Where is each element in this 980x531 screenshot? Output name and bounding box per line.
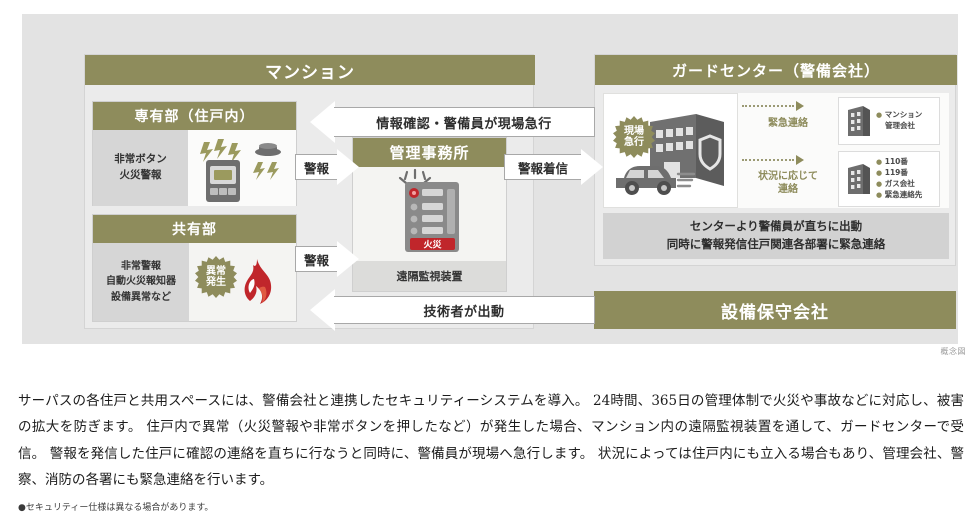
dotted-arrow-0 [742,101,804,111]
alarm-panel-icon [200,139,281,202]
flow-label-1-line2: 連絡 [778,184,798,195]
abnormal-burst-line1: 異常 [206,265,226,277]
guard-contact-flows: 緊急連絡 [738,93,949,208]
monitoring-device-illustration: 火災 [353,167,506,261]
building-icon [848,106,870,136]
arrow-info-check: 情報確認・警備員が現場急行 [309,100,595,144]
arrow-alarm-1: 警報 [295,148,359,186]
building-icon [848,164,870,194]
flow-label-1-line1: 状況に応じて [758,171,818,182]
dest-1-line-2: ガス会社 [884,179,915,188]
guard-footer-line1: センターより警備員が直ちに出動 [689,219,863,234]
flow-label-0: 緊急連絡 [768,118,808,129]
flow-row-0: 緊急連絡 [738,97,940,145]
arrow-info-check-label: 情報確認・警備員が現場急行 [334,107,595,137]
dest-box-1: ● 110番 ● 119番 ● ガス会社 ● 緊急連絡先 [838,151,940,207]
senyu-box: 専有部（住戸内） 非常ボタン 火災警報 [92,101,297,206]
flow-label-1: 状況に応じて 連絡 [742,170,834,196]
dest-1-line-3: 緊急連絡先 [884,189,923,199]
guard-center-inner: 現場 急行 [603,93,949,208]
arrow-alarm-received-label: 警報着信 [504,154,581,180]
senyu-title: 専有部（住戸内） [93,102,296,130]
concept-diagram: マンション 専有部（住戸内） 非常ボタン 火災警報 [22,14,958,344]
dest-list-1: ● 110番 ● 119番 ● ガス会社 ● 緊急連絡先 [876,157,923,199]
senyu-body: 非常ボタン 火災警報 [93,130,296,206]
kyoyu-label-1: 自動火災報知器 [106,276,176,288]
fire-flame-icon [244,259,272,304]
mansion-title: マンション [85,55,535,85]
maintenance-company-bar: 設備保守会社 [594,291,956,329]
arrow-alarm-2-label: 警報 [295,246,337,272]
guard-building-car-icon [616,114,724,195]
senyu-labels: 非常ボタン 火災警報 [93,130,188,206]
guard-center-footer: センターより警備員が直ちに出動 同時に警報発信住戸関連各部署に緊急連絡 [603,213,949,259]
kyoyu-label-0: 非常警報 [121,260,161,272]
dispatch-burst-line2: 急行 [624,137,644,148]
guard-center-block: ガードセンター（警備会社） 現場 急行 [594,54,957,266]
dotted-arrow-1 [742,155,804,165]
body-paragraph: サーパスの各住戸と共用スペースには、警備会社と連携したセキュリティーシステムを導… [18,393,964,488]
arrow-technician-label: 技術者が出動 [334,296,595,324]
abnormal-burst-line2: 発生 [206,277,226,288]
kyoyu-label-2: 設備異常など [111,291,171,303]
senyu-label-1: 火災警報 [119,169,162,181]
footnote: ●セキュリティー仕様は異なる場合があります。 [18,503,214,513]
kyoyu-body: 非常警報 自動火災報知器 設備異常など 異常 発生 [93,243,296,321]
dest-list-0: ● マンション 管理会社 [876,110,923,130]
kyoyu-title: 共有部 [93,215,296,243]
monitoring-device-caption: 遠隔監視装置 [353,261,506,291]
dispatch-burst-line1: 現場 [624,125,644,137]
arrow-alarm-1-label: 警報 [295,154,337,180]
diagram-caption: 概念図 [940,347,966,356]
kyoyu-box: 共有部 非常警報 自動火災報知器 設備異常など 異常 発生 [92,214,297,322]
dispatch-burst-badge: 現場 急行 [613,116,655,158]
management-office-title: 管理事務所 [353,138,506,167]
arrow-technician: 技術者が出動 [309,288,595,332]
fire-alarm-indicator-label: 火災 [423,240,442,251]
guard-footer-line2: 同時に警報発信住戸関連各部署に緊急連絡 [666,237,886,251]
arrow-alarm-2: 警報 [295,240,359,278]
management-office-box: 管理事務所 [352,137,507,292]
dest-box-0: ● マンション 管理会社 [838,97,940,145]
guard-center-title: ガードセンター（警備会社） [595,55,957,85]
monitoring-panel-icon: 火災 [398,168,459,252]
dest-0-line-1: 管理会社 [885,121,915,130]
flow-row-1: 状況に応じて 連絡 [738,151,940,207]
abnormal-burst-badge: 異常 発生 [195,256,237,298]
dest-1-line-0: 110番 [884,157,908,167]
dispatch-illustration: 現場 急行 [603,93,738,208]
arrow-alarm-received: 警報着信 [504,148,603,186]
kyoyu-labels: 非常警報 自動火災報知器 設備異常など [93,243,189,321]
kyoyu-illustration: 異常 発生 [189,243,296,321]
dest-0-line-0: マンション [884,110,923,120]
senyu-label-0: 非常ボタン [114,153,167,166]
dest-1-line-1: 119番 [884,168,908,178]
senyu-illustration [188,130,296,206]
